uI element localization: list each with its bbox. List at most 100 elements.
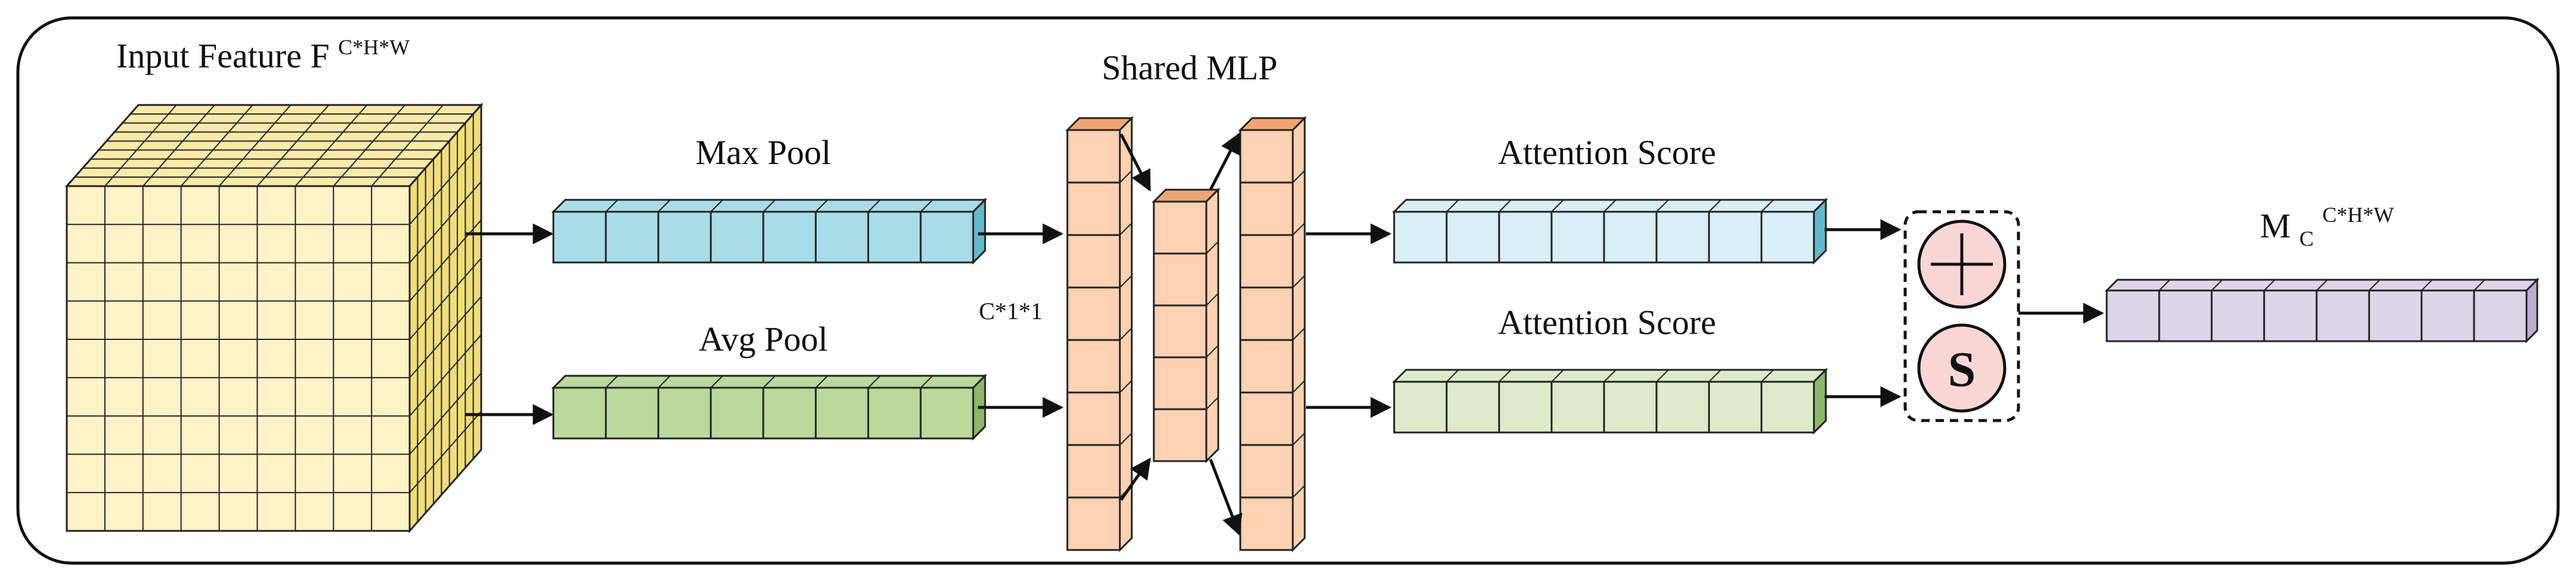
- max-pool-top-divider: [605, 199, 618, 212]
- attention-bottom-cell: [1603, 381, 1658, 434]
- mlp-input-side-divider: [1119, 275, 1132, 288]
- input-feature-superscript: C*H*W: [338, 35, 410, 59]
- max-pool-side-face: [972, 197, 986, 265]
- mlp-hidden-cell: [1153, 200, 1208, 255]
- attention-top-cell: [1445, 211, 1500, 264]
- fusion-box: [1903, 210, 2020, 422]
- mlp-input-side-divider: [1119, 327, 1132, 341]
- attention-bottom-cell: [1498, 381, 1553, 434]
- max-pool-cell: [657, 211, 712, 264]
- arrow-mlp-in-to-hidden-top: [1119, 133, 1151, 192]
- attention-bottom-top-divider: [1761, 369, 1774, 382]
- avg-pool-top-divider: [868, 375, 881, 388]
- avg-pool-cell: [815, 387, 869, 440]
- output-top-divider: [2211, 279, 2223, 291]
- attention-bottom-top-divider: [1551, 369, 1564, 382]
- attention-bottom-top-divider: [1498, 369, 1512, 382]
- output-cell: [2106, 289, 2160, 342]
- output-vector: [2104, 277, 2540, 344]
- cube-side-gridline: [409, 411, 482, 493]
- input-feature-cube: [64, 103, 484, 533]
- avg-pool-top-divider: [658, 375, 671, 388]
- avg-pool-label: Avg Pool: [699, 320, 828, 359]
- mlp-input-cell: [1066, 496, 1121, 551]
- cube-top-gridline: [180, 104, 253, 187]
- mlp-input-cell: [1066, 234, 1121, 289]
- max-pool-cell: [552, 211, 607, 264]
- cube-side-gridline: [409, 334, 482, 416]
- cube-side-gridline: [409, 143, 482, 225]
- mlp-hidden-side-divider: [1206, 397, 1219, 410]
- max-pool-cell: [919, 211, 974, 264]
- mlp-output-cell: [1239, 391, 1294, 446]
- output-cell: [2420, 289, 2475, 342]
- max-pool-top-divider: [658, 199, 671, 212]
- cube-side-gridline: [409, 181, 482, 264]
- mlp-output-cell: [1239, 181, 1294, 236]
- max-pool-label: Max Pool: [695, 133, 831, 172]
- output-subscript: C: [2299, 227, 2314, 251]
- cube-top-gridline: [104, 104, 177, 187]
- mlp-output-side-divider: [1292, 170, 1305, 183]
- mlp-input-cell: [1066, 339, 1121, 394]
- attention-bottom-cell: [1760, 381, 1815, 434]
- max-pool-vector: [551, 197, 987, 265]
- cube-top-gridline: [333, 104, 405, 187]
- mlp-input-cell: [1066, 129, 1121, 184]
- mlp-hidden-side-divider: [1206, 345, 1219, 358]
- output-title: M C C*H*W: [2260, 203, 2394, 254]
- attention-score-top-vector: [1392, 197, 1828, 265]
- avg-pool-cell: [762, 387, 817, 440]
- mlp-input-cell: [1066, 286, 1121, 341]
- output-side-face: [2525, 277, 2538, 344]
- attention-top-cell: [1655, 211, 1710, 264]
- attention-score-top-label: Attention Score: [1498, 133, 1716, 172]
- mlp-output-side-divider: [1292, 485, 1305, 498]
- attention-bottom-top-divider: [1708, 369, 1722, 382]
- attention-top-top-divider: [1498, 199, 1512, 212]
- cube-front-face: [66, 185, 411, 532]
- attention-top-cell: [1550, 211, 1605, 264]
- avg-pool-cell: [657, 387, 712, 440]
- mlp-output-cell: [1239, 339, 1294, 394]
- attention-top-top-divider: [1708, 199, 1722, 212]
- mlp-hidden-side-divider: [1206, 241, 1219, 254]
- avg-pool-cell: [919, 387, 974, 440]
- avg-pool-top-divider: [920, 375, 933, 388]
- cube-top-gridline: [218, 104, 292, 187]
- max-pool-cell: [867, 211, 922, 264]
- mlp-input-cell: [1066, 444, 1121, 499]
- cube-top-gridline: [143, 104, 215, 187]
- attention-top-top-divider: [1603, 199, 1617, 212]
- attention-bottom-cell: [1393, 381, 1448, 434]
- cube-top-gridline: [371, 104, 444, 187]
- mlp-output-side-divider: [1292, 327, 1305, 341]
- mlp-output-side-divider: [1292, 222, 1305, 236]
- attention-top-side-face: [1813, 197, 1827, 265]
- attention-top-cell: [1760, 211, 1815, 264]
- output-top-divider: [2264, 279, 2275, 291]
- avg-pool-top-divider: [605, 375, 618, 388]
- mlp-hidden-cell: [1153, 408, 1208, 462]
- mlp-output-cell: [1239, 234, 1294, 289]
- output-cell: [2210, 289, 2265, 342]
- mlp-dimension-label: C*1*1: [979, 298, 1043, 325]
- attention-bottom-top-divider: [1446, 369, 1459, 382]
- max-pool-top-divider: [763, 199, 776, 212]
- output-cell: [2473, 289, 2528, 342]
- output-top-divider: [2421, 279, 2433, 291]
- input-feature-label: Input Feature F: [116, 36, 330, 75]
- mlp-input-side-divider: [1119, 380, 1132, 393]
- attention-bottom-top-divider: [1656, 369, 1669, 382]
- attention-top-cell: [1603, 211, 1658, 264]
- attention-top-top-divider: [1761, 199, 1774, 212]
- mlp-output-side-divider: [1292, 275, 1305, 288]
- max-pool-cell: [710, 211, 764, 264]
- attention-bottom-cell: [1550, 381, 1605, 434]
- attention-top-top-divider: [1656, 199, 1669, 212]
- sigmoid-operator: [1917, 323, 2007, 413]
- output-top-divider: [2473, 279, 2485, 291]
- arrow-hidden-to-out-bottom: [1209, 459, 1243, 536]
- mlp-output-cell: [1239, 444, 1294, 499]
- arrow-mlp-in-to-hidden-bottom: [1119, 458, 1151, 501]
